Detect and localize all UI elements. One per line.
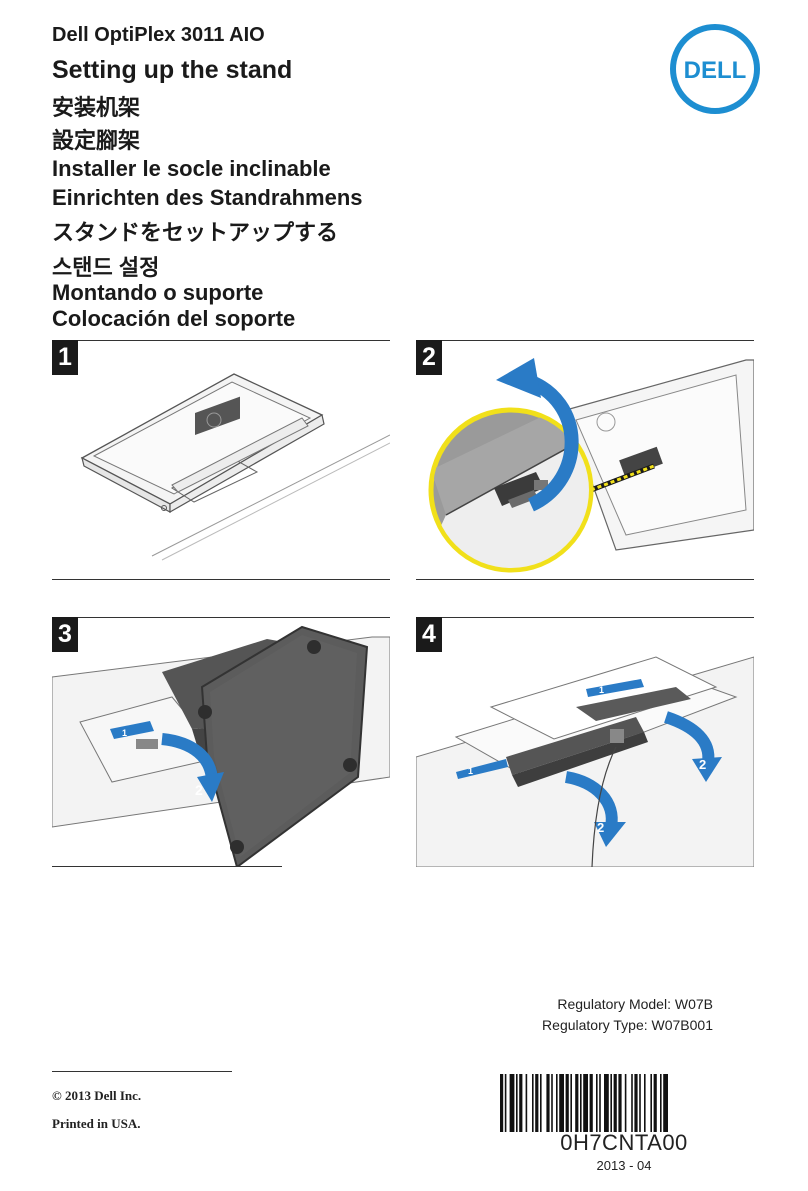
barcode-bar xyxy=(516,1074,518,1132)
step-4-illustration: 1 1 2 2 xyxy=(416,656,754,867)
callout-1: 1 xyxy=(122,728,127,738)
barcode-number: 0H7CNTA00 xyxy=(560,1130,688,1155)
print-date: 2013 - 04 xyxy=(596,1158,652,1173)
barcode-bar xyxy=(509,1074,515,1132)
regulatory-type: Regulatory Type: W07B001 xyxy=(542,1017,713,1033)
regulatory-model: Regulatory Model: W07B xyxy=(557,996,713,1012)
callout-1a: 1 xyxy=(468,766,473,776)
subtitle-zh-cn: 安装机架 xyxy=(52,95,141,120)
barcode-bar xyxy=(546,1074,550,1132)
step-number-badge: 3 xyxy=(52,617,78,652)
step-3-panel: 3 1 2 xyxy=(52,617,390,867)
barcode-bar xyxy=(631,1074,633,1132)
barcode-bar xyxy=(535,1074,539,1132)
barcode-bar xyxy=(570,1074,572,1132)
copyright: © 2013 Dell Inc. xyxy=(52,1088,142,1103)
barcode-bar xyxy=(663,1074,668,1132)
step-2-illustration xyxy=(428,358,754,573)
callout-2a: 2 xyxy=(597,820,604,835)
barcode-bar xyxy=(618,1074,622,1132)
barcode-bar xyxy=(596,1074,598,1132)
step-2-panel: 2 xyxy=(416,340,754,580)
step-4-panel: 4 1 1 2 2 xyxy=(416,617,754,867)
barcode-bar xyxy=(650,1074,652,1132)
barcode-bar xyxy=(565,1074,569,1132)
printed-in: Printed in USA. xyxy=(52,1116,141,1131)
barcode-bar xyxy=(634,1074,638,1132)
barcode-bar xyxy=(610,1074,612,1132)
barcode-bar xyxy=(613,1074,617,1132)
barcode-bar xyxy=(639,1074,641,1132)
barcode-bar xyxy=(500,1074,504,1132)
product-name: Dell OptiPlex 3011 AIO xyxy=(52,24,265,46)
subtitle-fr: Installer le socle inclinable xyxy=(52,156,331,181)
subtitle-pt: Montando o suporte xyxy=(52,280,264,305)
callout-1b: 1 xyxy=(599,685,604,695)
barcode-bar xyxy=(604,1074,609,1132)
barcode-bar xyxy=(599,1074,601,1132)
barcode-bar xyxy=(551,1074,553,1132)
subtitle-ja: スタンドをセットアップする xyxy=(52,220,339,245)
barcode-bar xyxy=(644,1074,646,1132)
barcode-bar xyxy=(660,1074,662,1132)
step-number-badge: 4 xyxy=(416,617,442,652)
callout-2b: 2 xyxy=(699,757,706,772)
barcode-bar xyxy=(653,1074,657,1132)
barcode-bar xyxy=(540,1074,542,1132)
step-3-illustration: 1 2 xyxy=(52,625,390,867)
barcode-bar xyxy=(504,1074,507,1132)
barcode-bar xyxy=(575,1074,579,1132)
barcode xyxy=(500,1074,668,1132)
subtitle-de: Einrichten des Standrahmens xyxy=(52,185,363,210)
barcode-bar xyxy=(559,1074,564,1132)
barcode-bar xyxy=(589,1074,593,1132)
barcode-bar xyxy=(556,1074,558,1132)
step-1-panel: 1 xyxy=(52,340,390,580)
logo-wordmark: DELL xyxy=(684,57,747,84)
callout-2: 2 xyxy=(195,782,203,798)
subtitle-ko: 스탠드 설정 xyxy=(52,255,160,280)
barcode-bar xyxy=(580,1074,582,1132)
subtitle-es: Colocación del soporte xyxy=(52,306,296,331)
barcode-bar xyxy=(525,1074,528,1132)
step-1-illustration xyxy=(80,373,390,561)
subtitle-zh-tw: 設定腳架 xyxy=(52,128,141,153)
barcode-bar xyxy=(519,1074,523,1132)
page-title: Setting up the stand xyxy=(52,56,293,84)
barcode-bar xyxy=(624,1074,627,1132)
barcode-bar xyxy=(532,1074,534,1132)
step-number-badge: 2 xyxy=(416,340,442,375)
dell-logo: DELL xyxy=(670,24,760,114)
barcode-bar xyxy=(583,1074,588,1132)
step-number-badge: 1 xyxy=(52,340,78,375)
footer-rule xyxy=(52,1071,232,1072)
